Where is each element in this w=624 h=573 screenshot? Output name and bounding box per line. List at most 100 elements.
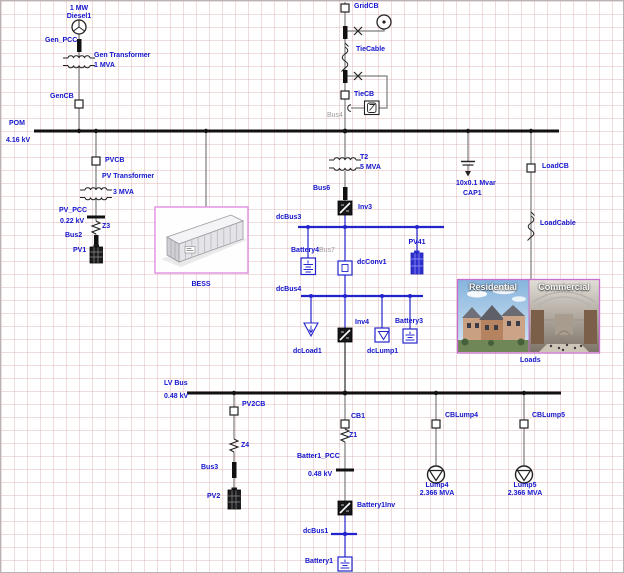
pvcb-breaker[interactable] (91, 156, 101, 166)
label-gencb: GenCB (50, 93, 74, 100)
label-battery1inv: Battery1Inv (357, 502, 396, 509)
loadcable-symbol[interactable] (527, 211, 535, 241)
label-battery3: Battery3 (395, 318, 424, 325)
label-bus4: Bus4 (327, 112, 343, 119)
label-pv2: PV2 (207, 493, 221, 500)
label-batter1-pcc-kv: 0.48 kV (308, 471, 333, 478)
label-gridcb: GridCB (354, 3, 379, 10)
label-dcbus1: dcBus1 (303, 528, 329, 535)
pv-transformer-symbol[interactable] (80, 187, 112, 201)
gen-pcc-node-bar[interactable] (77, 39, 82, 52)
label-pom-bus: POM (9, 120, 25, 127)
battery1-symbol[interactable] (337, 556, 353, 572)
t2-transformer-symbol[interactable] (329, 157, 361, 171)
label-lump5-rating: 2.366 MVA (507, 490, 543, 497)
cap1-capacitor[interactable] (461, 160, 475, 177)
tie-switch-1[interactable] (353, 26, 363, 36)
cblump5-breaker[interactable] (519, 419, 529, 429)
label-cblump4: CBLump4 (445, 412, 479, 419)
tie-node-bar-1[interactable] (343, 26, 348, 39)
ac-wiring (78, 2, 532, 501)
lump4-load-symbol[interactable] (426, 465, 446, 484)
label-dclump1: dcLump1 (367, 348, 399, 355)
dcconv1-converter[interactable] (337, 260, 353, 276)
label-cap1-rating: 10x0.1 Mvar (456, 180, 496, 187)
z1-impedance[interactable] (339, 428, 351, 443)
label-cb1: CB1 (351, 413, 366, 420)
label-bus7: Bus7 (319, 247, 335, 254)
loadcb-breaker[interactable] (526, 163, 536, 173)
battery4-symbol[interactable] (300, 257, 317, 276)
label-cblump5: CBLump5 (532, 412, 566, 419)
loads-image-border (456, 278, 601, 354)
gencb-breaker[interactable] (74, 99, 84, 109)
label-commercial: Commercial (538, 282, 590, 292)
label-bess: BESS (191, 281, 211, 288)
tiecb-breaker[interactable] (340, 90, 350, 100)
label-dcconv1: dcConv1 (357, 259, 387, 266)
label-lv-bus-kv: 0.48 kV (164, 393, 189, 400)
pv41-panel[interactable] (410, 250, 424, 275)
label-batter1-pcc: Batter1_PCC (297, 453, 340, 460)
bus2-node-bar[interactable] (94, 235, 99, 247)
label-lump4: Lump4 (425, 482, 449, 489)
bess-container-image[interactable] (154, 206, 249, 274)
label-dcbus4: dcBus4 (276, 286, 302, 293)
tie-node-bar-2[interactable] (343, 70, 348, 83)
label-gen-transformer: Gen Transformer (94, 52, 151, 59)
cb1-breaker[interactable] (340, 419, 350, 429)
dc-junction-dots (306, 225, 419, 537)
label-pv1: PV1 (73, 247, 87, 254)
label-pv41: PV41 (408, 239, 426, 246)
label-tiecb: TieCB (354, 91, 375, 98)
label-diesel-rating: 1 MW (69, 5, 89, 12)
label-z4: Z4 (241, 442, 250, 449)
tie-meter-relay[interactable] (347, 100, 380, 116)
label-t2: T2 (360, 154, 369, 161)
pv2-panel[interactable] (227, 487, 241, 510)
dclump1-symbol[interactable] (374, 327, 390, 343)
label-tiecable: TieCable (356, 46, 386, 53)
pv1-panel[interactable] (89, 244, 103, 264)
commercial-photo[interactable] (529, 280, 599, 352)
cblump4-breaker[interactable] (431, 419, 441, 429)
tie-switch-2[interactable] (353, 71, 363, 81)
label-lv-bus: LV Bus (164, 380, 188, 387)
inv3-inverter[interactable] (337, 200, 353, 216)
label-residential: Residential (468, 282, 517, 292)
gen-transformer-symbol[interactable] (63, 55, 95, 69)
label-pv-pcc-kv: 0.22 kV (60, 218, 85, 225)
label-pv2cb: PV2CB (242, 401, 266, 408)
lump5-load-symbol[interactable] (514, 465, 534, 484)
label-t2-rating: 5 MVA (360, 164, 381, 171)
label-z3: Z3 (102, 223, 111, 230)
label-pv-transformer: PV Transformer (102, 173, 155, 180)
label-diesel-name: Diesel1 (66, 13, 92, 20)
dcload1-symbol[interactable] (303, 322, 319, 338)
z4-impedance[interactable] (228, 438, 240, 453)
gridcb-breaker[interactable] (340, 3, 350, 13)
inv4-inverter[interactable] (337, 327, 353, 343)
label-z1: Z1 (349, 432, 358, 439)
label-pvcb: PVCB (105, 157, 125, 164)
label-loadcable: LoadCable (540, 220, 576, 227)
label-bus3: Bus3 (201, 464, 219, 471)
label-pom-kv: 4.16 kV (6, 137, 31, 144)
tiecable-symbol[interactable] (341, 42, 349, 72)
battery1inv-inverter[interactable] (337, 500, 353, 516)
label-dcbus3: dcBus3 (276, 214, 302, 221)
diesel-generator-symbol[interactable] (71, 19, 87, 35)
battery3-symbol[interactable] (402, 328, 418, 344)
grid-utility-symbol[interactable] (376, 14, 392, 30)
label-pv-pcc: PV_PCC (59, 207, 88, 214)
residential-photo[interactable] (458, 280, 529, 352)
label-pv-transformer-rating: 3 MVA (113, 189, 134, 196)
label-lump4-rating: 2.366 MVA (419, 490, 455, 497)
bus3-node-bar[interactable] (232, 462, 237, 478)
bus6-node-bar[interactable] (343, 187, 348, 200)
z3-impedance[interactable] (90, 220, 102, 235)
label-loadcb: LoadCB (542, 163, 569, 170)
pv2cb-breaker[interactable] (229, 406, 239, 416)
